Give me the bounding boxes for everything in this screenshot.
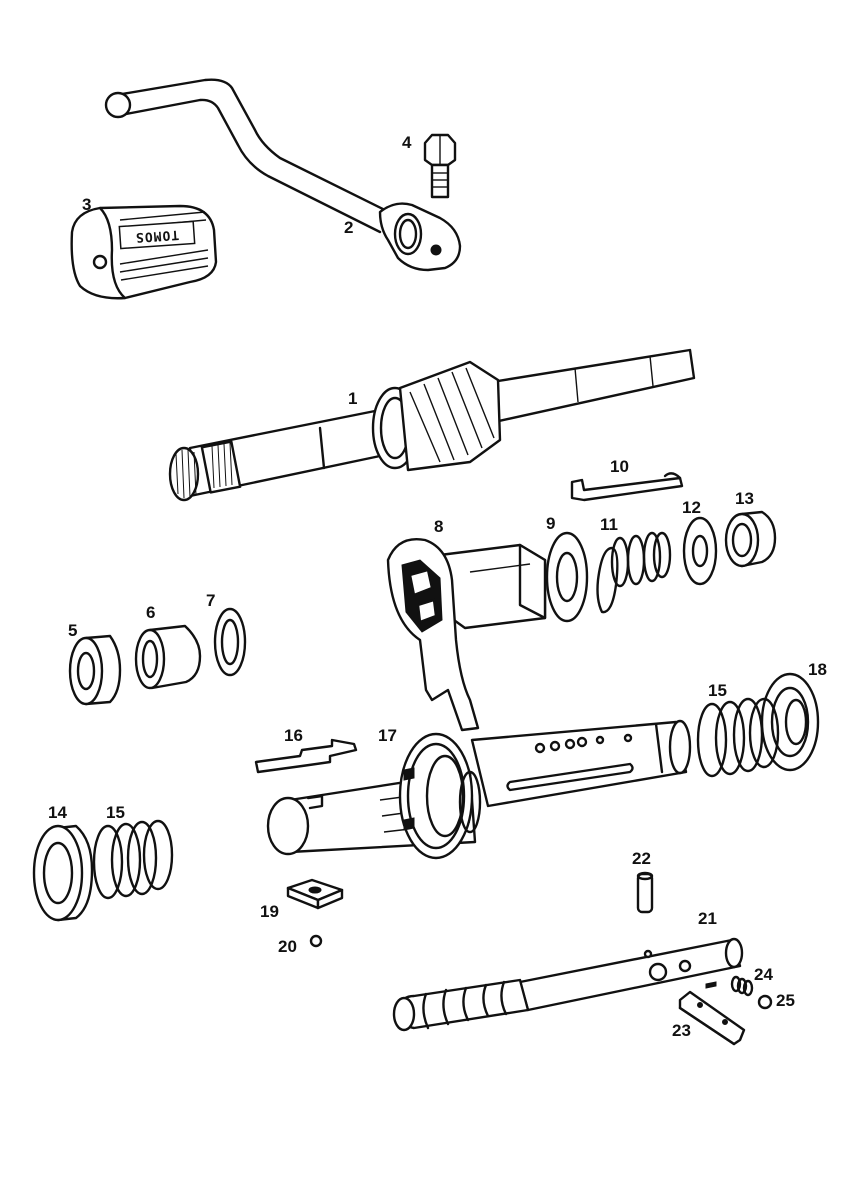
- shift-fork: [386, 538, 547, 732]
- pedal-rubber: TOMOS: [70, 204, 218, 300]
- spring-cup-14: [32, 824, 94, 922]
- label-part-10: 10: [610, 457, 629, 476]
- spring-cup-18: [760, 672, 820, 772]
- label-part-16: 16: [284, 726, 303, 745]
- label-part-8: 8: [434, 517, 443, 536]
- bushing-6: [134, 624, 202, 690]
- label-part-6: 6: [146, 603, 155, 622]
- bushing-5: [68, 634, 122, 706]
- square-nut: [286, 878, 344, 910]
- label-part-7: 7: [206, 591, 215, 610]
- spring-15-left: [92, 819, 174, 900]
- label-part-13: 13: [735, 489, 754, 508]
- selector-shaft: [392, 937, 744, 1032]
- label-part-17: 17: [378, 726, 397, 745]
- label-part-4: 4: [402, 133, 412, 152]
- part-labels: 1 2 3 4 5 6 7 8 9 10 11 12 13 14 15 15 1…: [48, 133, 827, 1040]
- washer-12: [682, 516, 718, 586]
- label-part-3: 3: [82, 195, 91, 214]
- ball-25: [757, 994, 773, 1010]
- label-part-5: 5: [68, 621, 77, 640]
- kickstart-shaft: [168, 348, 696, 502]
- label-part-9: 9: [546, 514, 555, 533]
- key-plate: [254, 738, 358, 774]
- label-part-11: 11: [600, 515, 618, 534]
- label-part-2: 2: [344, 218, 353, 237]
- ball-20: [309, 934, 323, 948]
- selector-key: [678, 981, 746, 1046]
- label-part-18: 18: [808, 660, 827, 679]
- label-part-22: 22: [632, 849, 651, 868]
- pedal-logo: TOMOS: [134, 226, 179, 244]
- label-part-1: 1: [348, 389, 357, 408]
- washer-7: [213, 607, 247, 677]
- label-part-20: 20: [278, 937, 297, 956]
- kick-lever: [104, 78, 462, 272]
- gear-shaft: [266, 719, 692, 860]
- label-part-21: 21: [698, 909, 717, 928]
- spring-15-right: [696, 697, 780, 778]
- label-part-15-left: 15: [106, 803, 125, 822]
- label-part-25: 25: [776, 991, 795, 1010]
- retainer-clip: [570, 472, 684, 502]
- bolt: [423, 133, 457, 199]
- label-part-12: 12: [682, 498, 701, 517]
- detent-spring: [730, 975, 754, 997]
- label-part-15-right: 15: [708, 681, 727, 700]
- label-part-24: 24: [754, 965, 773, 984]
- label-part-14: 14: [48, 803, 67, 822]
- label-part-19: 19: [260, 902, 279, 921]
- spring-11: [596, 531, 672, 614]
- bushing-13: [724, 510, 777, 568]
- label-part-23: 23: [672, 1021, 691, 1040]
- washer-9: [545, 531, 589, 623]
- pin: [636, 871, 654, 914]
